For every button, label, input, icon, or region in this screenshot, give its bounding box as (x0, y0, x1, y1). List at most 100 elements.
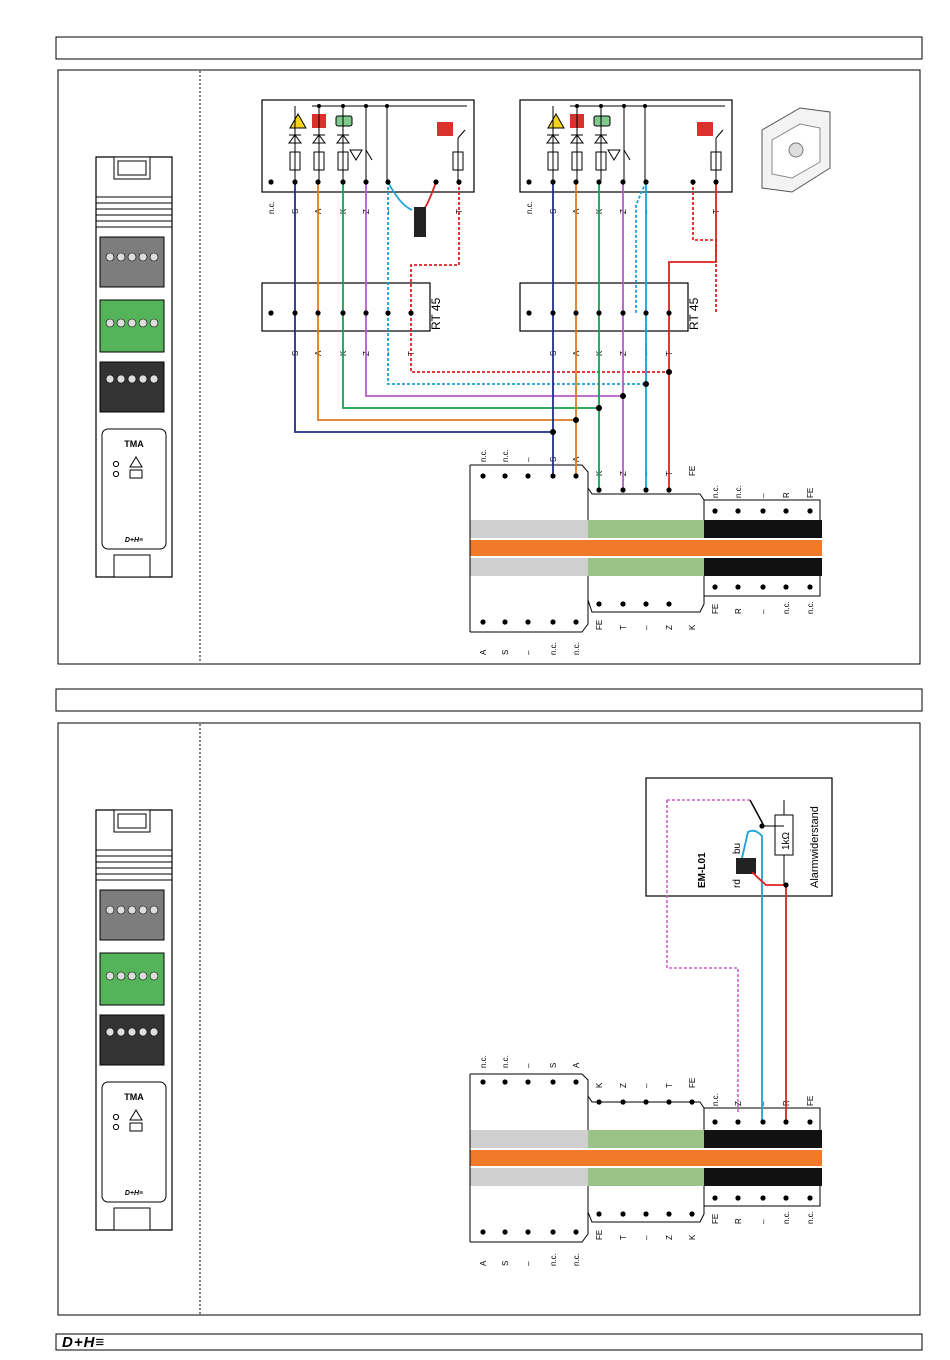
terminal-label: n.c. (549, 1253, 558, 1266)
terminal-dot (596, 1099, 601, 1104)
terminal-label: n.c. (501, 1055, 510, 1068)
terminal-label: T (665, 1083, 674, 1088)
terminal-label: n.c. (711, 1093, 720, 1106)
terminal-label: n.c. (782, 601, 791, 614)
terminal-dot (292, 179, 297, 184)
terminal-label: – (524, 650, 533, 655)
terminal-dot (735, 508, 740, 513)
terminal-label: S (549, 1063, 558, 1068)
em-l01-box: 1kΩ Alarmwiderstand EM-L01 bu rd (646, 778, 832, 896)
terminal-label: FE (688, 466, 697, 476)
terminal-dot (712, 1119, 717, 1124)
terminal-dot (643, 179, 648, 184)
svg-text:RT 45: RT 45 (429, 297, 443, 330)
terminal-label: – (759, 493, 768, 498)
svg-text:bu: bu (732, 843, 743, 854)
alarm-red-icon (437, 122, 453, 136)
sensor-element (414, 207, 426, 237)
wire (318, 313, 576, 476)
led-green-icon (594, 116, 610, 126)
terminal-dot (525, 1229, 530, 1234)
terminal-label: – (524, 457, 533, 462)
terminal-dot (550, 1079, 555, 1084)
terminal-dot (807, 584, 812, 589)
wire (343, 313, 599, 490)
terminal-dot (363, 179, 368, 184)
rt45-box-1: RT 45 (262, 283, 443, 331)
terminal-dot (643, 487, 648, 492)
module-label: TMA (124, 439, 144, 449)
manual-call-point-device (762, 108, 830, 192)
terminal-label: K (688, 624, 697, 630)
terminal-dot (525, 619, 530, 624)
terminal-dot (502, 619, 507, 624)
terminal-label: n.c. (525, 201, 534, 214)
svg-text:rd: rd (732, 879, 743, 888)
terminal-label: R (734, 1218, 743, 1224)
terminal-dot (666, 487, 671, 492)
wire (295, 313, 553, 476)
terminal-label: n.c. (572, 642, 581, 655)
terminal-dot (385, 104, 389, 108)
terminal-label: FE (688, 1078, 697, 1088)
terminal-dot (713, 179, 718, 184)
tma-module-top: TMA D+H≡ (96, 157, 172, 577)
led-green-icon (336, 116, 352, 126)
terminal-dot (620, 310, 625, 315)
terminal-dot (317, 104, 321, 108)
terminal-dot (596, 179, 601, 184)
terminal-dot (643, 104, 647, 108)
terminal-dot (783, 882, 788, 887)
terminal-label: Z (619, 1083, 628, 1088)
terminal-dot (807, 1119, 812, 1124)
terminal-dot (480, 473, 485, 478)
terminal-dot (502, 473, 507, 478)
terminal-dot (456, 179, 461, 184)
wire (752, 872, 786, 1122)
terminal-dot (596, 487, 601, 492)
terminal-dot (573, 473, 578, 478)
terminal-dot (735, 1119, 740, 1124)
terminal-dot (620, 487, 625, 492)
tma-module-bottom: TMA D+H≡ (96, 810, 172, 1230)
terminal-dot (620, 179, 625, 184)
terminal-dot (783, 584, 788, 589)
terminal-dot (807, 1195, 812, 1200)
terminal-dot (643, 381, 649, 387)
terminal-dot (783, 508, 788, 513)
terminal-label: S (501, 650, 510, 655)
terminal-label: – (759, 609, 768, 614)
terminal-dot (689, 1211, 694, 1216)
wire (366, 313, 623, 490)
terminal-dot (620, 1099, 625, 1104)
wire (693, 182, 716, 313)
terminal-label: – (642, 625, 651, 630)
terminal-dot (643, 601, 648, 606)
terminal-label: A (479, 1260, 488, 1266)
terminal-label: n.c. (479, 449, 488, 462)
top-title-bar (56, 37, 922, 59)
terminal-dot (620, 393, 626, 399)
terminal-dot (712, 1195, 717, 1200)
call-point-panel-2 (520, 100, 732, 192)
bottom-title-bar (56, 689, 922, 711)
terminal-label: – (759, 1101, 768, 1106)
terminal-dot (596, 405, 602, 411)
terminal-dot (783, 1195, 788, 1200)
terminal-dot (525, 473, 530, 478)
terminal-label: K (688, 1234, 697, 1240)
terminal-label: – (524, 1063, 533, 1068)
terminal-dot (573, 1079, 578, 1084)
footer-bar (56, 1334, 922, 1350)
terminal-dot (526, 179, 531, 184)
terminal-dot (712, 508, 717, 513)
terminal-label: – (759, 1219, 768, 1224)
terminal-dot (690, 179, 695, 184)
terminal-dot (502, 1079, 507, 1084)
terminal-dot (735, 1195, 740, 1200)
terminal-dot (575, 104, 579, 108)
alarm-red-icon (697, 122, 713, 136)
terminal-dot (666, 1099, 671, 1104)
terminal-dot (385, 310, 390, 315)
terminal-label: n.c. (806, 1211, 815, 1224)
